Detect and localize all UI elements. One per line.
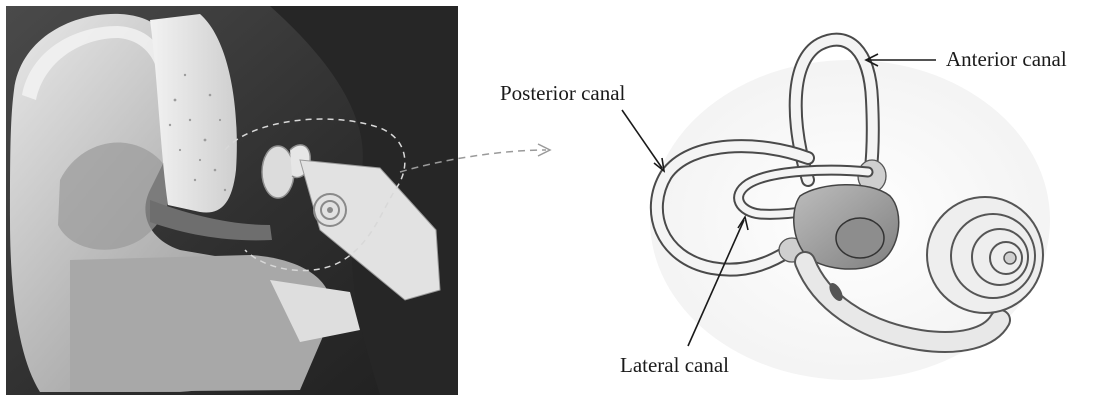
saccule	[836, 218, 884, 258]
ear-cross-section-illustration	[6, 6, 458, 395]
label-anterior-canal: Anterior canal	[946, 47, 1067, 71]
cochlea	[927, 197, 1043, 313]
label-lateral-canal: Lateral canal	[620, 353, 729, 377]
labyrinth-drawing	[650, 40, 1050, 380]
posterior-pointer-line	[622, 110, 662, 168]
label-posterior-canal: Posterior canal	[500, 81, 626, 105]
label-posterior-canal-group: Posterior canal	[500, 81, 664, 171]
